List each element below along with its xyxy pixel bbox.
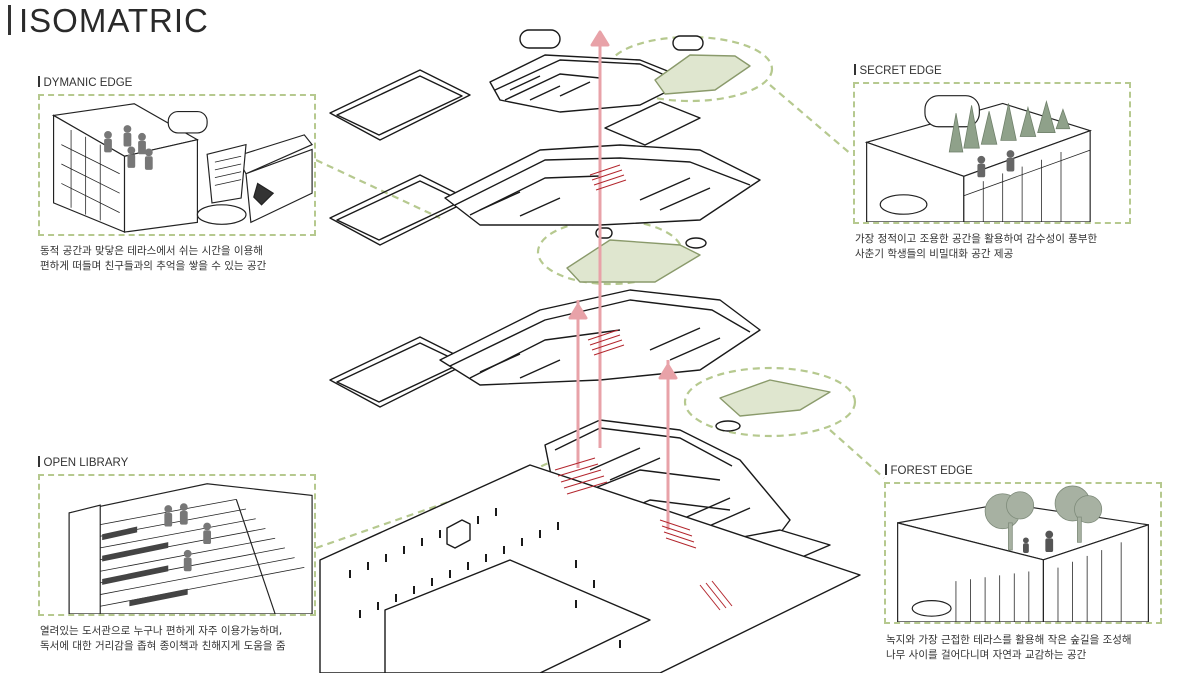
caption-line: 열려있는 도서관으로 누구나 편하게 자주 이용가능하며, bbox=[40, 625, 283, 637]
dynamic-edge-panel bbox=[38, 94, 316, 236]
people-figures bbox=[977, 150, 1015, 178]
people-figures bbox=[164, 503, 212, 572]
secret-edge-label: SECRET EDGE bbox=[854, 64, 942, 77]
caption-line: 독서에 대한 거리감을 좁혀 종이책과 친해지게 도움을 줌 bbox=[40, 640, 286, 652]
dynamic-edge-label: DYMANIC EDGE bbox=[38, 76, 132, 89]
forest-edge-label-text: FOREST EDGE bbox=[890, 465, 973, 477]
label-bar-mark bbox=[38, 456, 40, 467]
caption-line: 사춘기 학생들의 비밀대화 공간 제공 bbox=[855, 248, 1014, 260]
ground-plane bbox=[319, 464, 861, 673]
dynamic-edge-caption: 동적 공간과 맞닿은 테라스에서 쉬는 시간을 이용해 편하게 떠들며 친구들과… bbox=[40, 244, 266, 274]
leader-dynamic bbox=[315, 159, 441, 219]
caption-line: 녹지와 가장 근접한 테라스를 활용해 작은 숲길을 조성해 bbox=[886, 634, 1132, 646]
stair-2 bbox=[587, 329, 625, 356]
columns bbox=[349, 508, 621, 648]
leader-forest bbox=[829, 429, 885, 479]
caption-line: 편하게 떠들며 친구들과의 추억을 쌓을 수 있는 공간 bbox=[40, 260, 267, 272]
title-bar-mark bbox=[8, 5, 11, 35]
label-bar-mark bbox=[38, 76, 40, 87]
label-bar-mark bbox=[885, 464, 887, 475]
caption-line: 나무 사이를 걸어다니며 자연과 교감하는 공간 bbox=[886, 649, 1087, 661]
people-figures bbox=[104, 125, 153, 170]
floor-3 bbox=[329, 101, 761, 283]
caption-line: 가장 정적이고 조용한 공간을 활용하여 감수성이 풍부한 bbox=[855, 233, 1098, 245]
open-library-label: OPEN LIBRARY bbox=[38, 456, 128, 469]
page-title: ISOMATRIC bbox=[8, 2, 209, 40]
open-library-caption: 열려있는 도서관으로 누구나 편하게 자주 이용가능하며, 독서에 대한 거리감… bbox=[40, 624, 286, 654]
trees bbox=[948, 100, 1071, 153]
vertical-circulation bbox=[568, 30, 678, 530]
open-library-panel bbox=[38, 474, 316, 616]
secret-edge-caption: 가장 정적이고 조용한 공간을 활용하여 감수성이 풍부한 사춘기 학생들의 비… bbox=[855, 232, 1097, 262]
secret-edge-illustration bbox=[864, 95, 1092, 222]
stair-3 bbox=[554, 457, 608, 495]
people-figures bbox=[1023, 530, 1054, 553]
floor-4 bbox=[329, 29, 751, 141]
dynamic-edge-label-text: DYMANIC EDGE bbox=[43, 77, 133, 89]
open-library-illustration bbox=[68, 483, 313, 614]
caption-line: 동적 공간과 맞닿은 테라스에서 쉬는 시간을 이용해 bbox=[40, 245, 263, 257]
stair-5 bbox=[699, 580, 733, 611]
label-bar-mark bbox=[854, 64, 856, 75]
forest-edge-label: FOREST EDGE bbox=[885, 464, 973, 477]
stair-1 bbox=[589, 164, 627, 191]
leader-secret bbox=[769, 84, 853, 156]
forest-edge-illustration bbox=[897, 485, 1149, 622]
forest-edge-caption: 녹지와 가장 근접한 테라스를 활용해 작은 숲길을 조성해 나무 사이를 걸어… bbox=[886, 633, 1132, 663]
stairs bbox=[554, 164, 733, 611]
ellipse-forest bbox=[683, 366, 857, 438]
trees bbox=[984, 485, 1103, 551]
forest-edge-panel bbox=[884, 482, 1162, 624]
secret-edge-label-text: SECRET EDGE bbox=[859, 65, 942, 77]
stair-4 bbox=[659, 519, 697, 549]
secret-edge-panel bbox=[853, 82, 1131, 224]
dynamic-edge-illustration bbox=[51, 103, 314, 233]
open-library-label-text: OPEN LIBRARY bbox=[43, 457, 129, 469]
page-title-text: ISOMATRIC bbox=[19, 2, 209, 39]
bookshelves bbox=[102, 526, 188, 607]
